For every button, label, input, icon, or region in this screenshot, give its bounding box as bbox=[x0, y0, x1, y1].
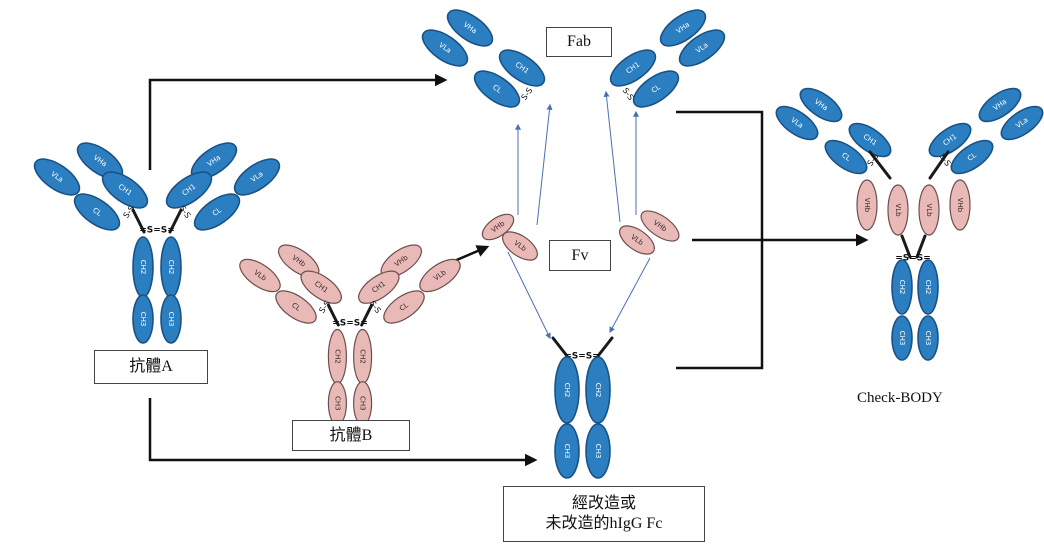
cb-left-ch3-domain: CH3 bbox=[892, 316, 912, 360]
fc-left-ch2-text: CH2 bbox=[563, 383, 571, 398]
hfc-label: 經改造或 未改造的hIgG Fc bbox=[503, 486, 705, 542]
cb-left-vhb-text: VHb bbox=[863, 198, 871, 213]
antibody-b-right-ch2-domain: CH2 bbox=[354, 330, 372, 384]
antibody-a-right-ch2-text: CH2 bbox=[167, 260, 175, 275]
cb-left-vlb-domain: VLb bbox=[888, 185, 908, 235]
antibody-b-right-ch3-domain: CH3 bbox=[354, 382, 372, 425]
fc-hinge-right bbox=[598, 338, 612, 356]
arrow-fv-left-2 bbox=[537, 105, 550, 225]
cb-right-ch2-text: CH2 bbox=[924, 280, 932, 295]
fab-left-ss: S-S bbox=[520, 86, 535, 102]
fc-right-ch2-domain: CH2 bbox=[586, 357, 610, 423]
antibody-a-left-ch3-domain: CH3 bbox=[133, 295, 153, 343]
fc-left-ch3-text: CH3 bbox=[563, 444, 571, 459]
fc-left-ch3-domain: CH3 bbox=[555, 424, 579, 478]
antibody-b-left-ch2-domain: CH2 bbox=[328, 330, 346, 384]
antibody-b-left-ch2-text: CH2 bbox=[333, 349, 341, 364]
fv-label: Fv bbox=[549, 240, 611, 271]
cb-left-ch2-domain: CH2 bbox=[892, 260, 912, 314]
fc-right-ch3-domain: CH3 bbox=[586, 424, 610, 478]
cb-right-ch2-domain: CH2 bbox=[918, 260, 938, 314]
antibody-b-left-ch3-domain: CH3 bbox=[328, 382, 346, 425]
antibody-a-left-ch2-domain: CH2 bbox=[133, 237, 153, 297]
cb-right-ch3-text: CH3 bbox=[924, 331, 932, 346]
cb-right-vhb-text: VHb bbox=[956, 198, 964, 213]
hfc-label-line2: 未改造的hIgG Fc bbox=[546, 514, 663, 534]
antibody-a-label: 抗體A bbox=[94, 350, 208, 384]
antibody-b-left-ch3-text: CH3 bbox=[333, 396, 341, 411]
antibody-b-right-ch3-text: CH3 bbox=[359, 396, 367, 411]
fc-right-ch3-text: CH3 bbox=[594, 444, 602, 459]
antibody-b-left-vl-domain: VLb bbox=[235, 253, 286, 298]
fc-right-ch2-text: CH2 bbox=[594, 383, 602, 398]
arrow-a-to-fab bbox=[150, 80, 445, 170]
antibody-a-right-ch2-domain: CH2 bbox=[161, 237, 181, 297]
antibody-a-right-ch3-domain: CH3 bbox=[161, 295, 181, 343]
arrow-fv-to-fc-left bbox=[508, 252, 550, 338]
antibody-a-right-vl-domain: VLa bbox=[229, 152, 285, 201]
cb-right-ch3-domain: CH3 bbox=[918, 316, 938, 360]
antibody-a-hinge-bond: =S=S= bbox=[139, 226, 175, 236]
cb-left-ch3-text: CH3 bbox=[898, 331, 906, 346]
fab-label: Fab bbox=[546, 27, 612, 57]
cb-right-vlb-domain: VLb bbox=[919, 185, 939, 235]
antibody-a-right-ch3-text: CH3 bbox=[167, 312, 175, 327]
antibody-b-hinge-bond: =S=S= bbox=[332, 319, 368, 329]
fc-left-ch2-domain: CH2 bbox=[555, 357, 579, 423]
antibody-a-left-ch2-text: CH2 bbox=[139, 260, 147, 275]
hfc-label-line1: 經改造或 bbox=[572, 494, 636, 514]
cb-right-vhb-domain: VHb bbox=[950, 180, 970, 230]
check-body-label: Check-BODY bbox=[857, 390, 943, 407]
cb-left-vhb-domain: VHb bbox=[857, 180, 877, 230]
cb-left-vlb-text: VLb bbox=[894, 203, 902, 217]
arrow-fv-right-2 bbox=[606, 92, 620, 222]
antibody-b-label: 抗體B bbox=[292, 420, 410, 451]
antibody-a-left-vl-domain: VLa bbox=[29, 152, 85, 201]
cb-right-vlb-text: VLb bbox=[925, 203, 933, 217]
antibody-b-right-ch2-text: CH2 bbox=[359, 349, 367, 364]
cb-left-ch2-text: CH2 bbox=[898, 280, 906, 295]
antibody-a-left-ch3-text: CH3 bbox=[139, 312, 147, 327]
arrow-fv-to-fc-right bbox=[610, 258, 650, 332]
